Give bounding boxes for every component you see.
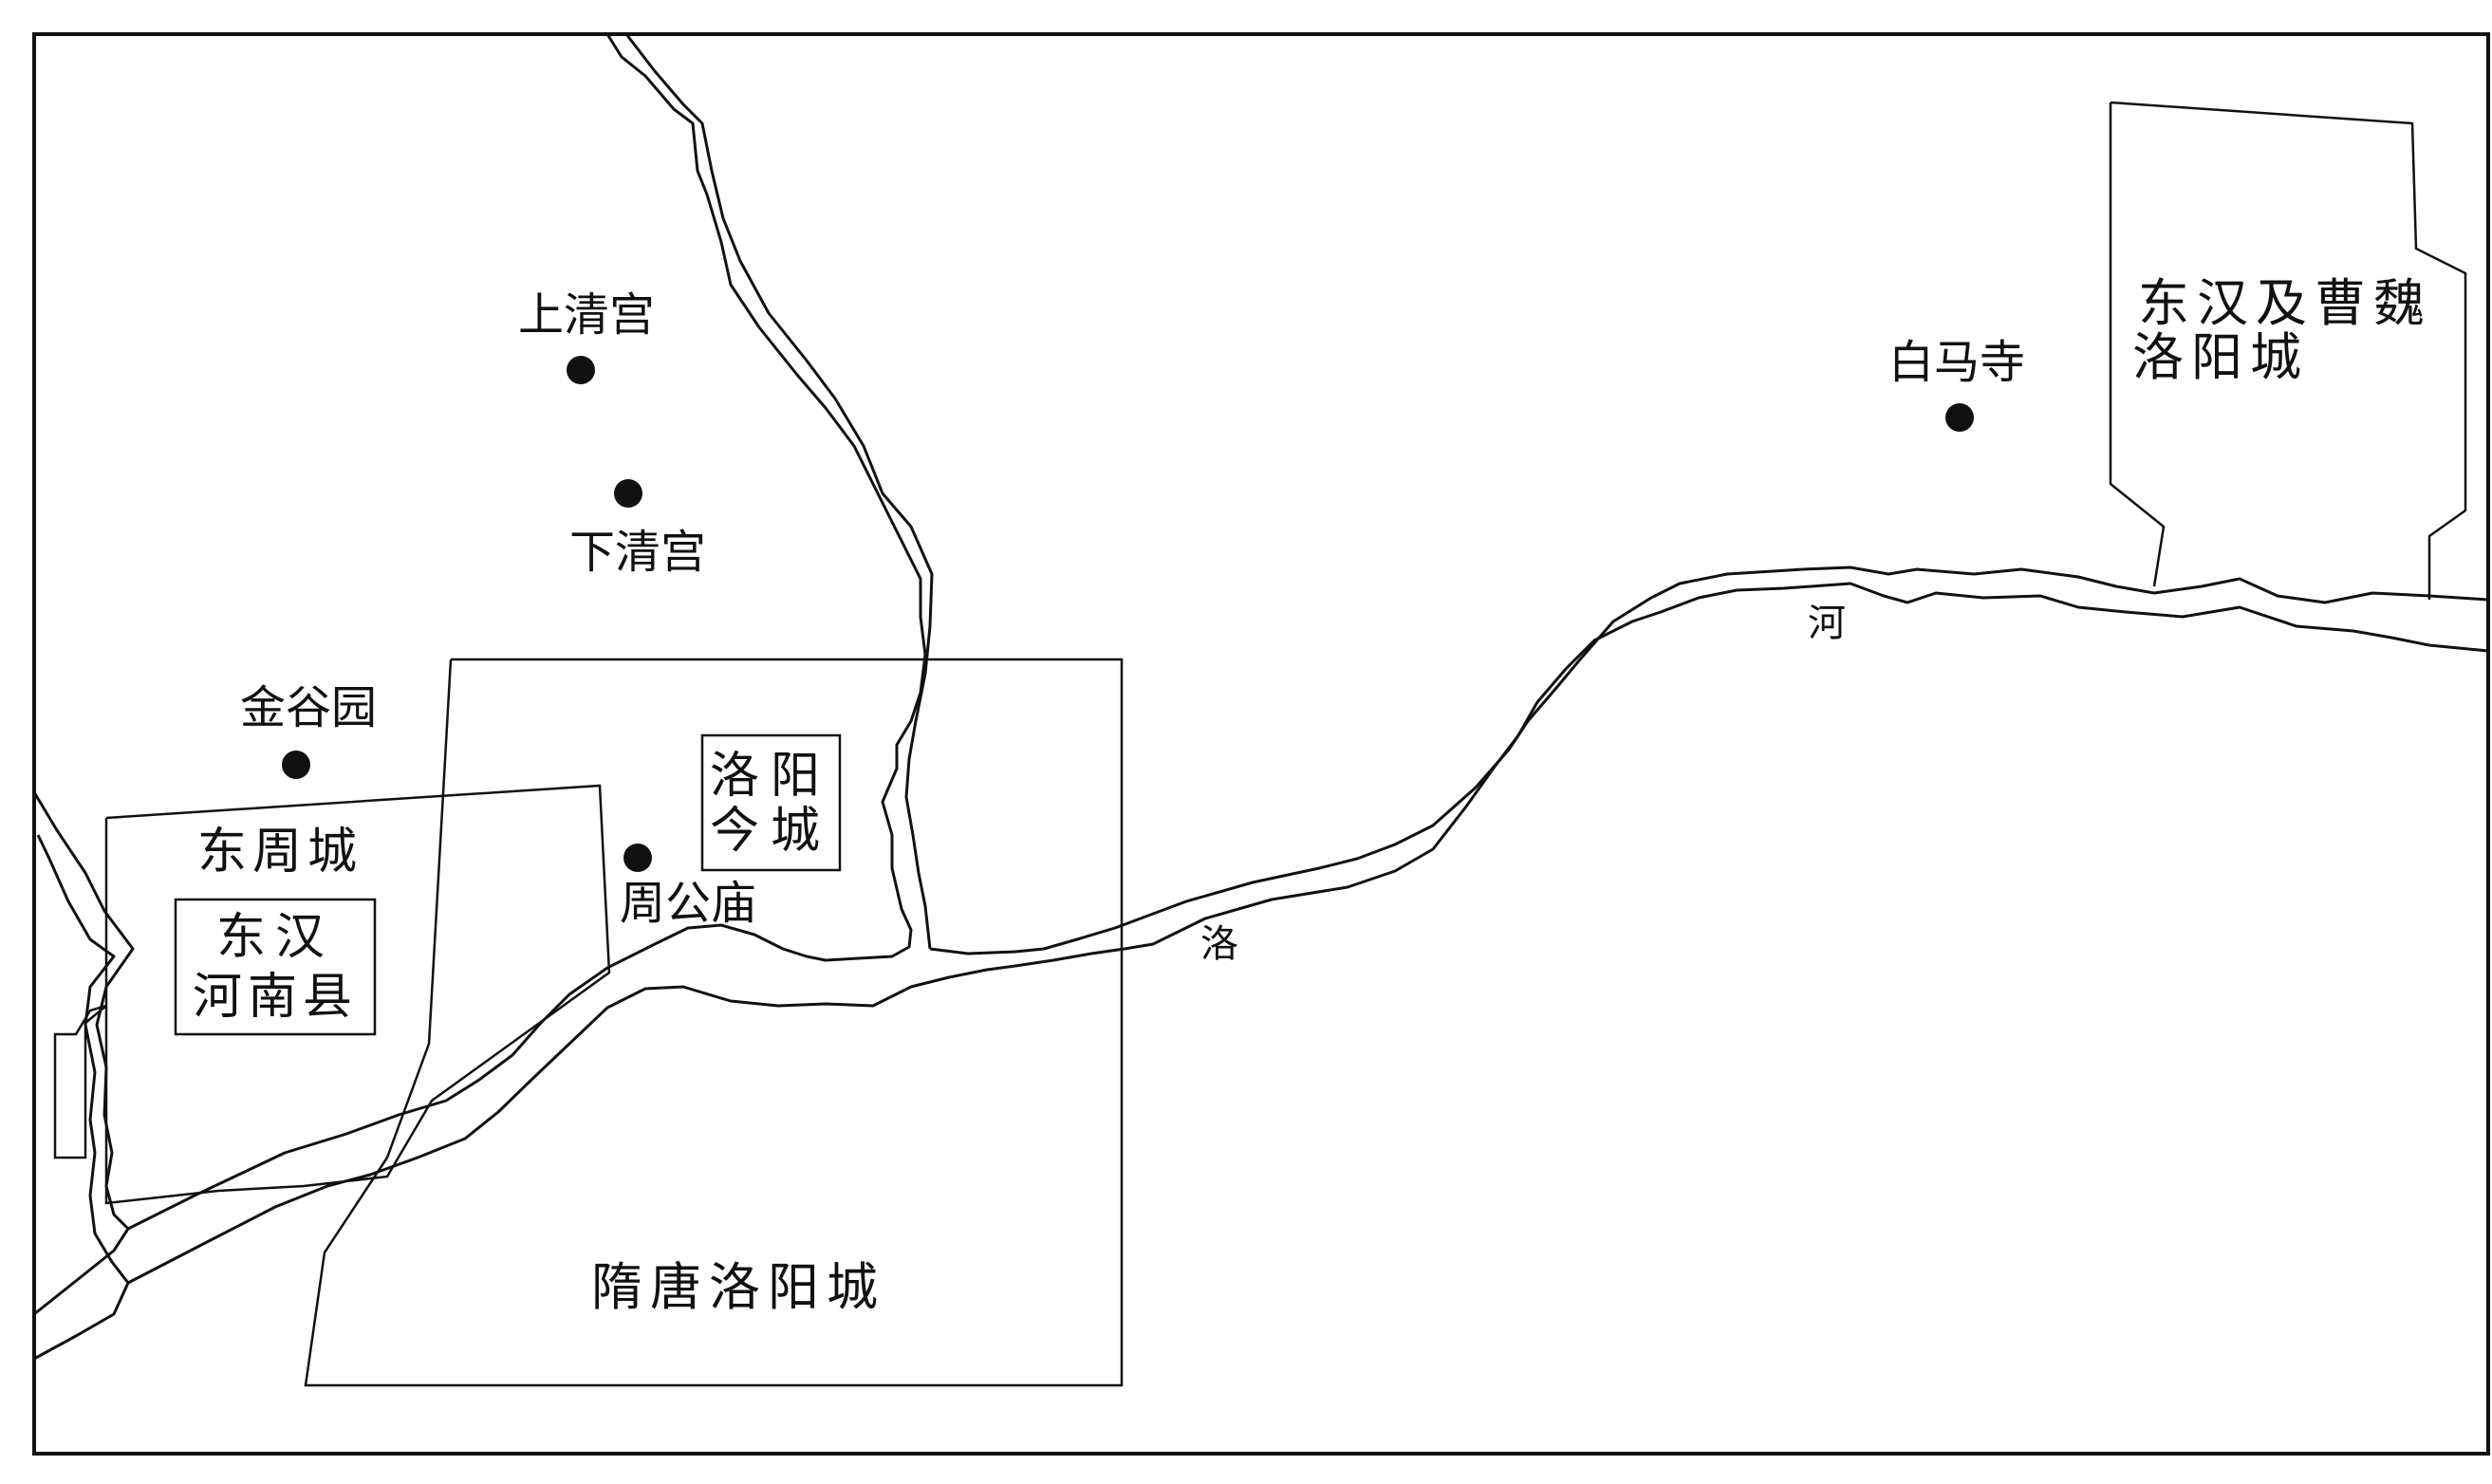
luoyang-today-label-line1: 洛阳 [710, 748, 831, 805]
river-label-he: 河 [1808, 602, 1846, 645]
luoyang-today-label-line2: 今城 [710, 803, 831, 860]
shangqinggong-label: 上清宫 [518, 288, 655, 342]
baimasi-marker [1945, 403, 1974, 432]
donghan-henan-label-line1: 东汉 [216, 909, 334, 966]
suitang-city-wall [304, 658, 1124, 1387]
donghan-caowei-city-wall [2109, 101, 2467, 600]
shangqinggong-marker [567, 356, 595, 384]
jinguyuan-label: 金谷园 [240, 681, 377, 734]
map-labels: 上清宫 下清宫 金谷园 周公庙 白马寺 东周城 东汉 河南县 洛阳 今城 隋唐洛… [193, 273, 2432, 1317]
tributary-east-bank [624, 33, 934, 950]
donghan-henan-box [174, 898, 377, 1036]
city-walls [53, 101, 2467, 1387]
xiaqinggong-label: 下清宫 [569, 526, 706, 579]
luo-river-south-bank [33, 582, 2489, 1361]
dongzhou-city-label: 东周城 [197, 824, 363, 881]
river-label-luo: 洛 [1200, 922, 1238, 966]
label-boxes [174, 733, 842, 1036]
luoyang-today-box [700, 733, 842, 872]
donghan-henan-label-line2: 河南县 [193, 969, 358, 1026]
donghan-caowei-label-line1: 东汉及曹魏 [2138, 273, 2432, 333]
suitang-city-label: 隋唐洛阳城 [591, 1257, 885, 1317]
jinguyuan-marker [282, 751, 310, 779]
donghan-caowei-label-line2: 洛阳城 [2132, 327, 2309, 387]
xiaqinggong-marker [614, 479, 642, 508]
baimasi-label: 白马寺 [1888, 336, 2025, 389]
zhougongmiao-marker [623, 844, 652, 872]
map-frame [32, 32, 2490, 1456]
site-markers [282, 356, 1974, 872]
dongzhou-city-wall [53, 784, 611, 1205]
zhougongmiao-label: 周公庙 [620, 877, 756, 930]
river-lines [32, 33, 2489, 1361]
